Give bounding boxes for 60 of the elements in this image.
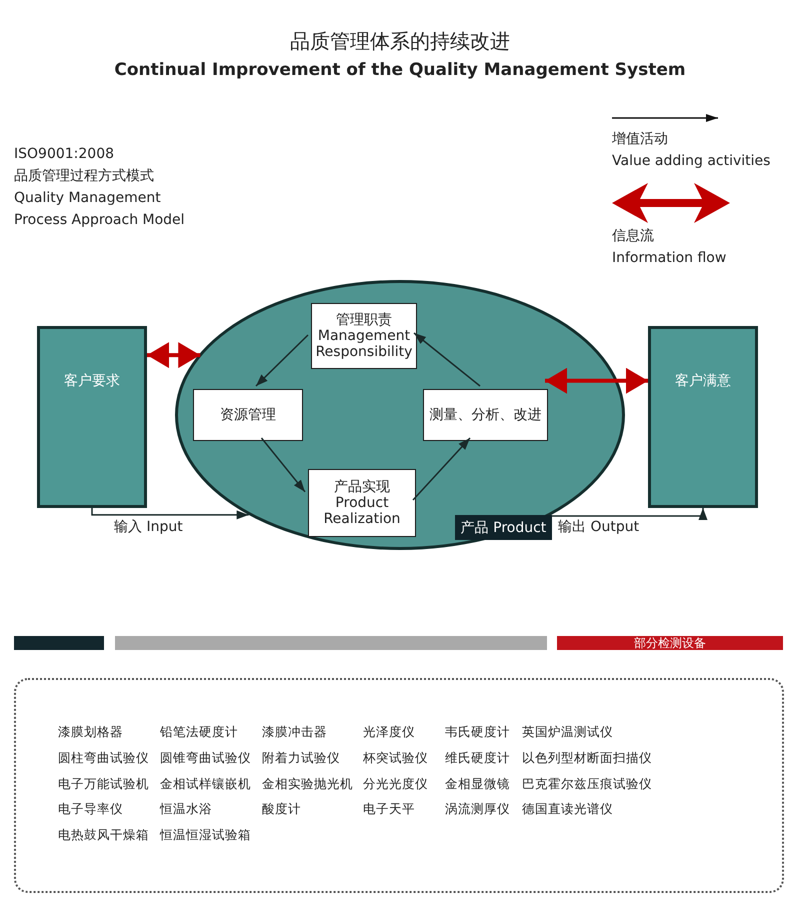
equipment-name: 涡流测厚仪 [445, 801, 510, 818]
arrow [552, 508, 708, 520]
node-text: 客户满意 [675, 373, 731, 389]
customer-box [37, 326, 147, 508]
equipment-name: 电子天平 [363, 801, 415, 818]
double-arrow [545, 368, 648, 394]
edge-label: 输出 Output [556, 518, 642, 536]
arrow [255, 334, 309, 387]
node-text: 产品 Product [460, 520, 546, 536]
note-text: ISO9001:2008 [14, 145, 116, 164]
equipment-name: 巴克霍尔兹压痕试验仪 [522, 776, 652, 793]
equipment-name: 维氏硬度计 [445, 750, 510, 767]
process-box [308, 469, 416, 537]
arrow [414, 332, 480, 387]
note-text: 品质管理过程方式模式 [14, 167, 155, 186]
equipment-name: 恒温恒湿试验箱 [160, 827, 251, 844]
arrow [412, 438, 471, 500]
equipment-name: 漆膜冲击器 [262, 724, 327, 741]
equipment-name: 德国直读光谱仪 [522, 801, 613, 818]
title: 品质管理体系的持续改进 [289, 28, 511, 55]
node-text: 客户要求 [64, 373, 120, 389]
node-text: 产品实现 Product Realization [322, 479, 402, 527]
divider-bar [14, 636, 104, 650]
node-text: 测量、分析、改进 [430, 407, 542, 423]
equipment-name: 金相实验抛光机 [262, 776, 353, 793]
customer-box [648, 326, 758, 508]
process-box [423, 389, 548, 441]
arrow [260, 438, 306, 492]
equipment-name: 附着力试验仪 [262, 750, 340, 767]
node-text: 部分检测设备 [634, 636, 706, 650]
process-box [311, 303, 417, 369]
equipment-name: 电热鼓风干燥箱 [58, 827, 149, 844]
equipment-name: 分光光度仪 [363, 776, 428, 793]
legend-text: 信息流 Information flow [612, 227, 726, 268]
equipment-name: 金相显微镜 [445, 776, 510, 793]
equipment-name: 以色列型材断面扫描仪 [522, 750, 652, 767]
equipment-name: 电子导率仪 [58, 801, 123, 818]
equipment-name: 英国炉温测试仪 [522, 724, 613, 741]
equipment-name: 圆锥弯曲试验仪 [160, 750, 251, 767]
subtitle: Continual Improvement of the Quality Management System [113, 60, 687, 80]
equipment-name: 铅笔法硬度计 [160, 724, 238, 741]
equipment-name: 酸度计 [262, 801, 301, 818]
equipment-name: 电子万能试验机 [58, 776, 149, 793]
edge-label: 输入 Input [112, 518, 185, 536]
equipment-name: 圆柱弯曲试验仪 [58, 750, 149, 767]
equipment-name: 韦氏硬度计 [445, 724, 510, 741]
equipment-name: 漆膜划格器 [58, 724, 123, 741]
node-text: 管理职责 Management Responsibility [314, 312, 414, 360]
divider-bar [115, 636, 547, 650]
legend-text: 增值活动 Value adding activities [612, 130, 770, 171]
equipment-name: 恒温水浴 [160, 801, 212, 818]
arrow [91, 508, 249, 520]
equipment-name: 金相试样镶嵌机 [160, 776, 251, 793]
note-text: Quality Management Process Approach Model [14, 189, 186, 230]
process-box [193, 389, 303, 441]
double-arrow [147, 342, 200, 368]
node-text: 资源管理 [220, 407, 276, 423]
section-bar [557, 636, 783, 650]
equipment-name: 光泽度仪 [363, 724, 415, 741]
equipment-name: 杯突试验仪 [363, 750, 428, 767]
